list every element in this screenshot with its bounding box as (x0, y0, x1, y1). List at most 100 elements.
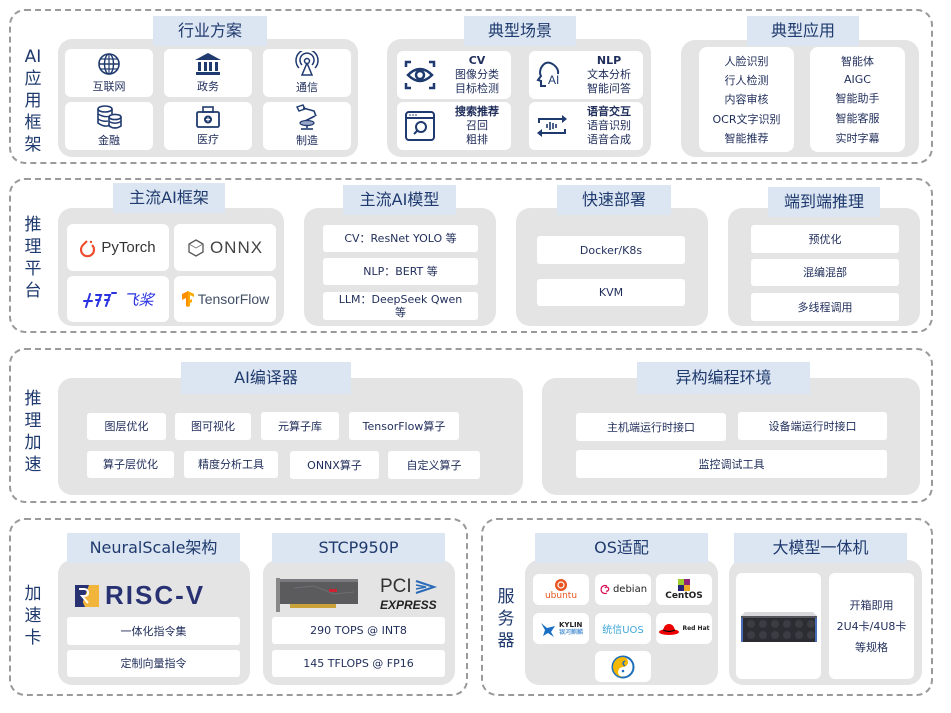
app-item: 智能客服 (835, 112, 880, 125)
ai-head-icon: AI (536, 61, 559, 87)
industry-item-internet[interactable]: 互联网 (65, 49, 153, 97)
paddle-logo-icon (83, 292, 118, 308)
scene-line: 语音合成 (587, 133, 631, 146)
voice-wave-icon (537, 115, 567, 137)
pci-chevrons-icon (415, 579, 437, 594)
deploy-item-docker[interactable]: Docker/K8s (537, 236, 685, 264)
spec-int8: 290 TOPS @ INT8 (272, 617, 445, 644)
pytorch-logo-icon (80, 239, 96, 257)
apps-column-1: 人脸识别 行人检测 内容审核 OCR文字识别 智能推荐 (699, 47, 794, 152)
model-item-nlp[interactable]: NLP：BERT 等 (323, 258, 478, 285)
os-debian[interactable]: debian (595, 574, 651, 605)
group-title-apps: 典型应用 (747, 16, 859, 46)
scene-text: 语音交互 语音识别 语音合成 (575, 105, 643, 147)
model-item-llm[interactable]: LLM：DeepSeek Qwen 等 (323, 292, 478, 320)
arch-item-vector[interactable]: 定制向量指令 (67, 650, 240, 677)
e2e-item-mixed[interactable]: 混编混部 (751, 259, 899, 286)
group-title-models: 主流AI模型 (343, 185, 456, 215)
app-item: OCR文字识别 (712, 112, 781, 126)
industry-label: 金融 (98, 134, 120, 147)
layer-label-inference-accel: 推 理 加 速 (22, 388, 44, 476)
industry-label: 互联网 (92, 80, 126, 93)
industry-item-medical[interactable]: 医疗 (164, 102, 252, 150)
label-char: 速 (24, 606, 42, 626)
framework-name: PyTorch (101, 239, 156, 256)
label-char: 理 (24, 411, 42, 431)
e2e-item-multithread[interactable]: 多线程调用 (751, 293, 899, 321)
compiler-item[interactable]: 精度分析工具 (184, 451, 278, 478)
arch-item-unified-isa[interactable]: 一体化指令集 (67, 617, 240, 645)
framework-name: ONNX (209, 237, 264, 257)
tensorflow-logo-icon (181, 291, 194, 307)
compiler-item[interactable]: 图层优化 (87, 413, 166, 440)
group-title-appliance: 大模型一体机 (734, 533, 907, 563)
os-name: debian (612, 584, 648, 595)
search-window-icon (405, 111, 435, 141)
scene-item-voice[interactable]: 语音交互 语音识别 语音合成 (529, 102, 643, 150)
appliance-line: 开箱即用 (849, 598, 894, 612)
group-title-industry: 行业方案 (153, 16, 267, 46)
os-centos[interactable]: CentOS (656, 574, 712, 605)
os-redhat[interactable]: Red Hat (656, 613, 712, 644)
express-text: EXPRESS (380, 598, 437, 612)
framework-onnx[interactable]: ONNX (174, 224, 276, 271)
scene-text: CV 图像分类 目标检测 (443, 54, 511, 96)
icon-wrap: AI (529, 60, 575, 90)
appliance-spec-card: 开箱即用 2U4卡/4U8卡 等规格 (829, 573, 914, 679)
framework-tensorflow[interactable]: TensorFlow (174, 276, 276, 322)
scene-text: 搜索推荐 召回 粗排 (443, 105, 511, 147)
layer-label-accel-card: 加 速 卡 (22, 583, 44, 649)
scene-item-nlp[interactable]: AI NLP 文本分析 智能问答 (529, 51, 643, 99)
redhat-logo-icon (659, 623, 680, 635)
label-char: 推 (24, 215, 42, 235)
appliance-line: 2U4卡/4U8卡 (836, 619, 907, 633)
layer-label-inference-platform: 推 理 平 台 (22, 214, 44, 302)
label-char: 器 (497, 631, 515, 651)
openeuler-logo-icon (611, 655, 635, 678)
compiler-item[interactable]: 算子层优化 (87, 451, 174, 478)
riscv-mark-icon (75, 584, 99, 607)
apps-column-2: 智能体 AIGC 智能助手 智能客服 实时字幕 (810, 47, 905, 152)
deploy-item-kvm[interactable]: KVM (537, 279, 685, 306)
compiler-item[interactable]: TensorFlow算子 (349, 412, 459, 440)
scene-item-cv[interactable]: CV 图像分类 目标检测 (397, 51, 511, 99)
e2e-item-preopt[interactable]: 预优化 (751, 225, 899, 253)
label-char: 台 (24, 281, 42, 301)
layer-inference-platform (9, 178, 933, 333)
framework-name: 飞桨 (123, 291, 154, 309)
model-item-cv[interactable]: CV：ResNet YOLO 等 (323, 225, 478, 252)
framework-pytorch[interactable]: PyTorch (67, 224, 169, 271)
os-openeuler[interactable] (595, 651, 651, 682)
app-item: 智能推荐 (724, 132, 769, 146)
group-title-e2e: 端到端推理 (768, 187, 880, 217)
scene-item-search[interactable]: 搜索推荐 召回 粗排 (397, 102, 511, 150)
scene-line: 图像分类 (455, 68, 499, 81)
government-building-icon (195, 53, 221, 75)
os-kylin[interactable]: KYLIN 银河麒麟 (533, 613, 589, 644)
label-char: 卡 (24, 628, 42, 648)
robot-arm-icon (296, 104, 317, 130)
hetero-item-host-runtime[interactable]: 主机端运行时接口 (576, 413, 726, 441)
label-char: 加 (24, 433, 42, 453)
os-ubuntu[interactable]: ubuntu (533, 574, 589, 605)
compiler-item[interactable]: 元算子库 (261, 412, 339, 440)
label-char: AI (24, 47, 42, 67)
compiler-item[interactable]: 图可视化 (175, 413, 251, 440)
coins-database-icon (97, 105, 122, 129)
compiler-item[interactable]: ONNX算子 (290, 451, 379, 479)
compiler-item[interactable]: 自定义算子 (388, 451, 480, 479)
debian-logo-icon (600, 584, 610, 594)
industry-item-manufacturing[interactable]: 制造 (263, 102, 351, 150)
industry-item-telecom[interactable]: 通信 (263, 49, 351, 97)
os-uos[interactable]: 统信UOS (595, 613, 651, 644)
group-title-deploy: 快速部署 (557, 185, 671, 215)
scene-line: 召回 (466, 119, 488, 132)
scene-line: 文本分析 (587, 68, 631, 81)
label-char: 服 (497, 587, 515, 607)
hetero-item-device-runtime[interactable]: 设备端运行时接口 (738, 412, 887, 440)
industry-item-finance[interactable]: 金融 (65, 102, 153, 150)
kylin-text-wrap: KYLIN 银河麒麟 (559, 621, 583, 637)
hetero-item-debug-tools[interactable]: 监控调试工具 (576, 450, 887, 478)
industry-item-government[interactable]: 政务 (164, 49, 252, 97)
framework-paddle[interactable]: 飞桨 (67, 276, 169, 322)
